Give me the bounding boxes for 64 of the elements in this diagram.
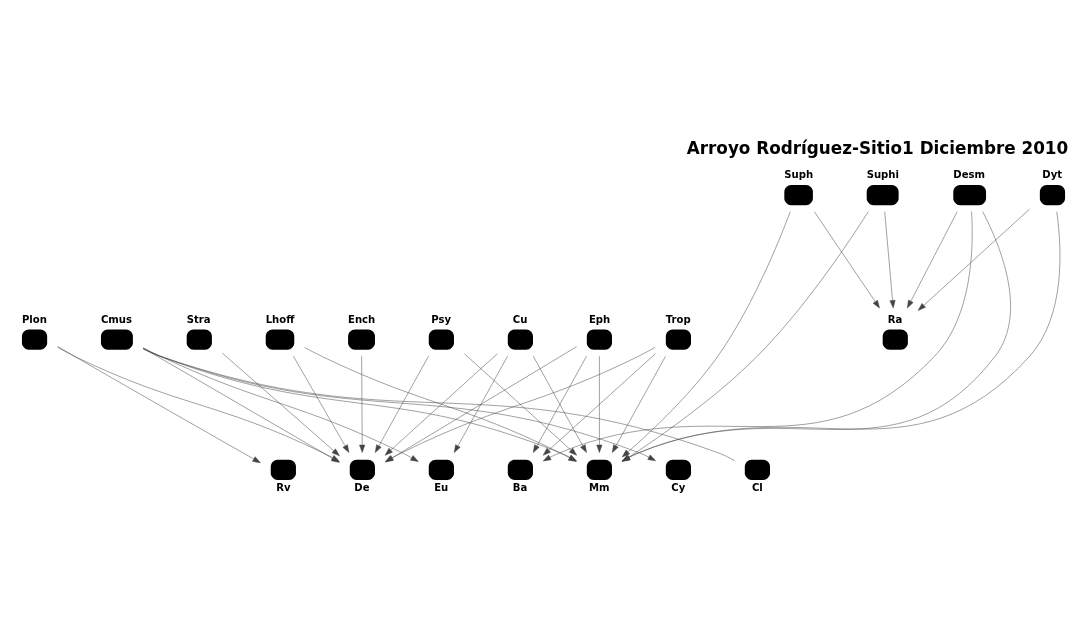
node-label: Cmus — [100, 313, 133, 325]
node-label: Dyt — [1042, 168, 1063, 180]
node-label: Psy — [431, 313, 452, 325]
arrow — [542, 353, 656, 456]
node-label: Ba — [512, 481, 528, 493]
arrow — [385, 346, 656, 462]
arrow — [375, 355, 429, 453]
arrow — [384, 353, 498, 456]
node-label: Lhoff — [265, 313, 295, 325]
node-box — [100, 329, 133, 350]
node-box — [665, 459, 691, 481]
node-label: Trop — [665, 313, 691, 325]
node-box — [265, 329, 295, 350]
node-label: Ench — [348, 313, 376, 325]
node-box — [586, 459, 612, 481]
arrow — [907, 211, 958, 309]
node-box — [348, 329, 375, 350]
arrow — [385, 346, 577, 463]
arrow — [917, 208, 1030, 311]
node-label: Desm — [953, 168, 985, 180]
arrow — [612, 355, 666, 453]
node-box — [784, 185, 813, 206]
node-label: Cy — [671, 481, 686, 493]
arrow — [621, 211, 869, 462]
node-box — [507, 329, 533, 350]
node-label: Eu — [434, 481, 449, 493]
arrow — [57, 346, 261, 464]
node-box — [270, 459, 296, 481]
node-label: Suphi — [866, 168, 899, 180]
node-label: Ra — [887, 313, 903, 325]
node-box — [186, 329, 212, 350]
node-box — [586, 329, 612, 350]
arrow — [454, 355, 508, 453]
node-box — [665, 329, 691, 350]
arrow — [884, 211, 896, 309]
arrow — [293, 355, 350, 453]
arrow — [621, 211, 791, 458]
arrow — [464, 353, 577, 456]
node-label: Mm — [588, 481, 610, 493]
arrow — [533, 355, 587, 453]
node-box — [744, 459, 771, 481]
node-box — [349, 459, 375, 481]
node-label: De — [354, 481, 370, 493]
diagram-title: Arroyo Rodríguez-Sitio1 Diciembre 2010 — [686, 138, 1069, 159]
node-box — [953, 185, 987, 206]
arrow — [222, 352, 340, 457]
node-box — [428, 329, 454, 350]
node-box — [882, 329, 908, 350]
arrow — [543, 211, 973, 462]
node-label: Rv — [276, 481, 291, 493]
node-box — [866, 185, 899, 206]
node-label: Cl — [751, 481, 763, 493]
node-label: Stra — [186, 313, 211, 325]
node-box — [428, 459, 454, 481]
arrow — [359, 355, 366, 453]
arrow — [596, 355, 603, 453]
node-label: Eph — [588, 313, 611, 325]
node-box — [507, 459, 533, 481]
node-label: Cu — [512, 313, 528, 325]
node-box — [21, 329, 48, 350]
arrow — [814, 211, 880, 309]
node-label: Suph — [784, 168, 814, 180]
node-label: Plon — [21, 313, 47, 325]
node-box — [1039, 185, 1066, 206]
